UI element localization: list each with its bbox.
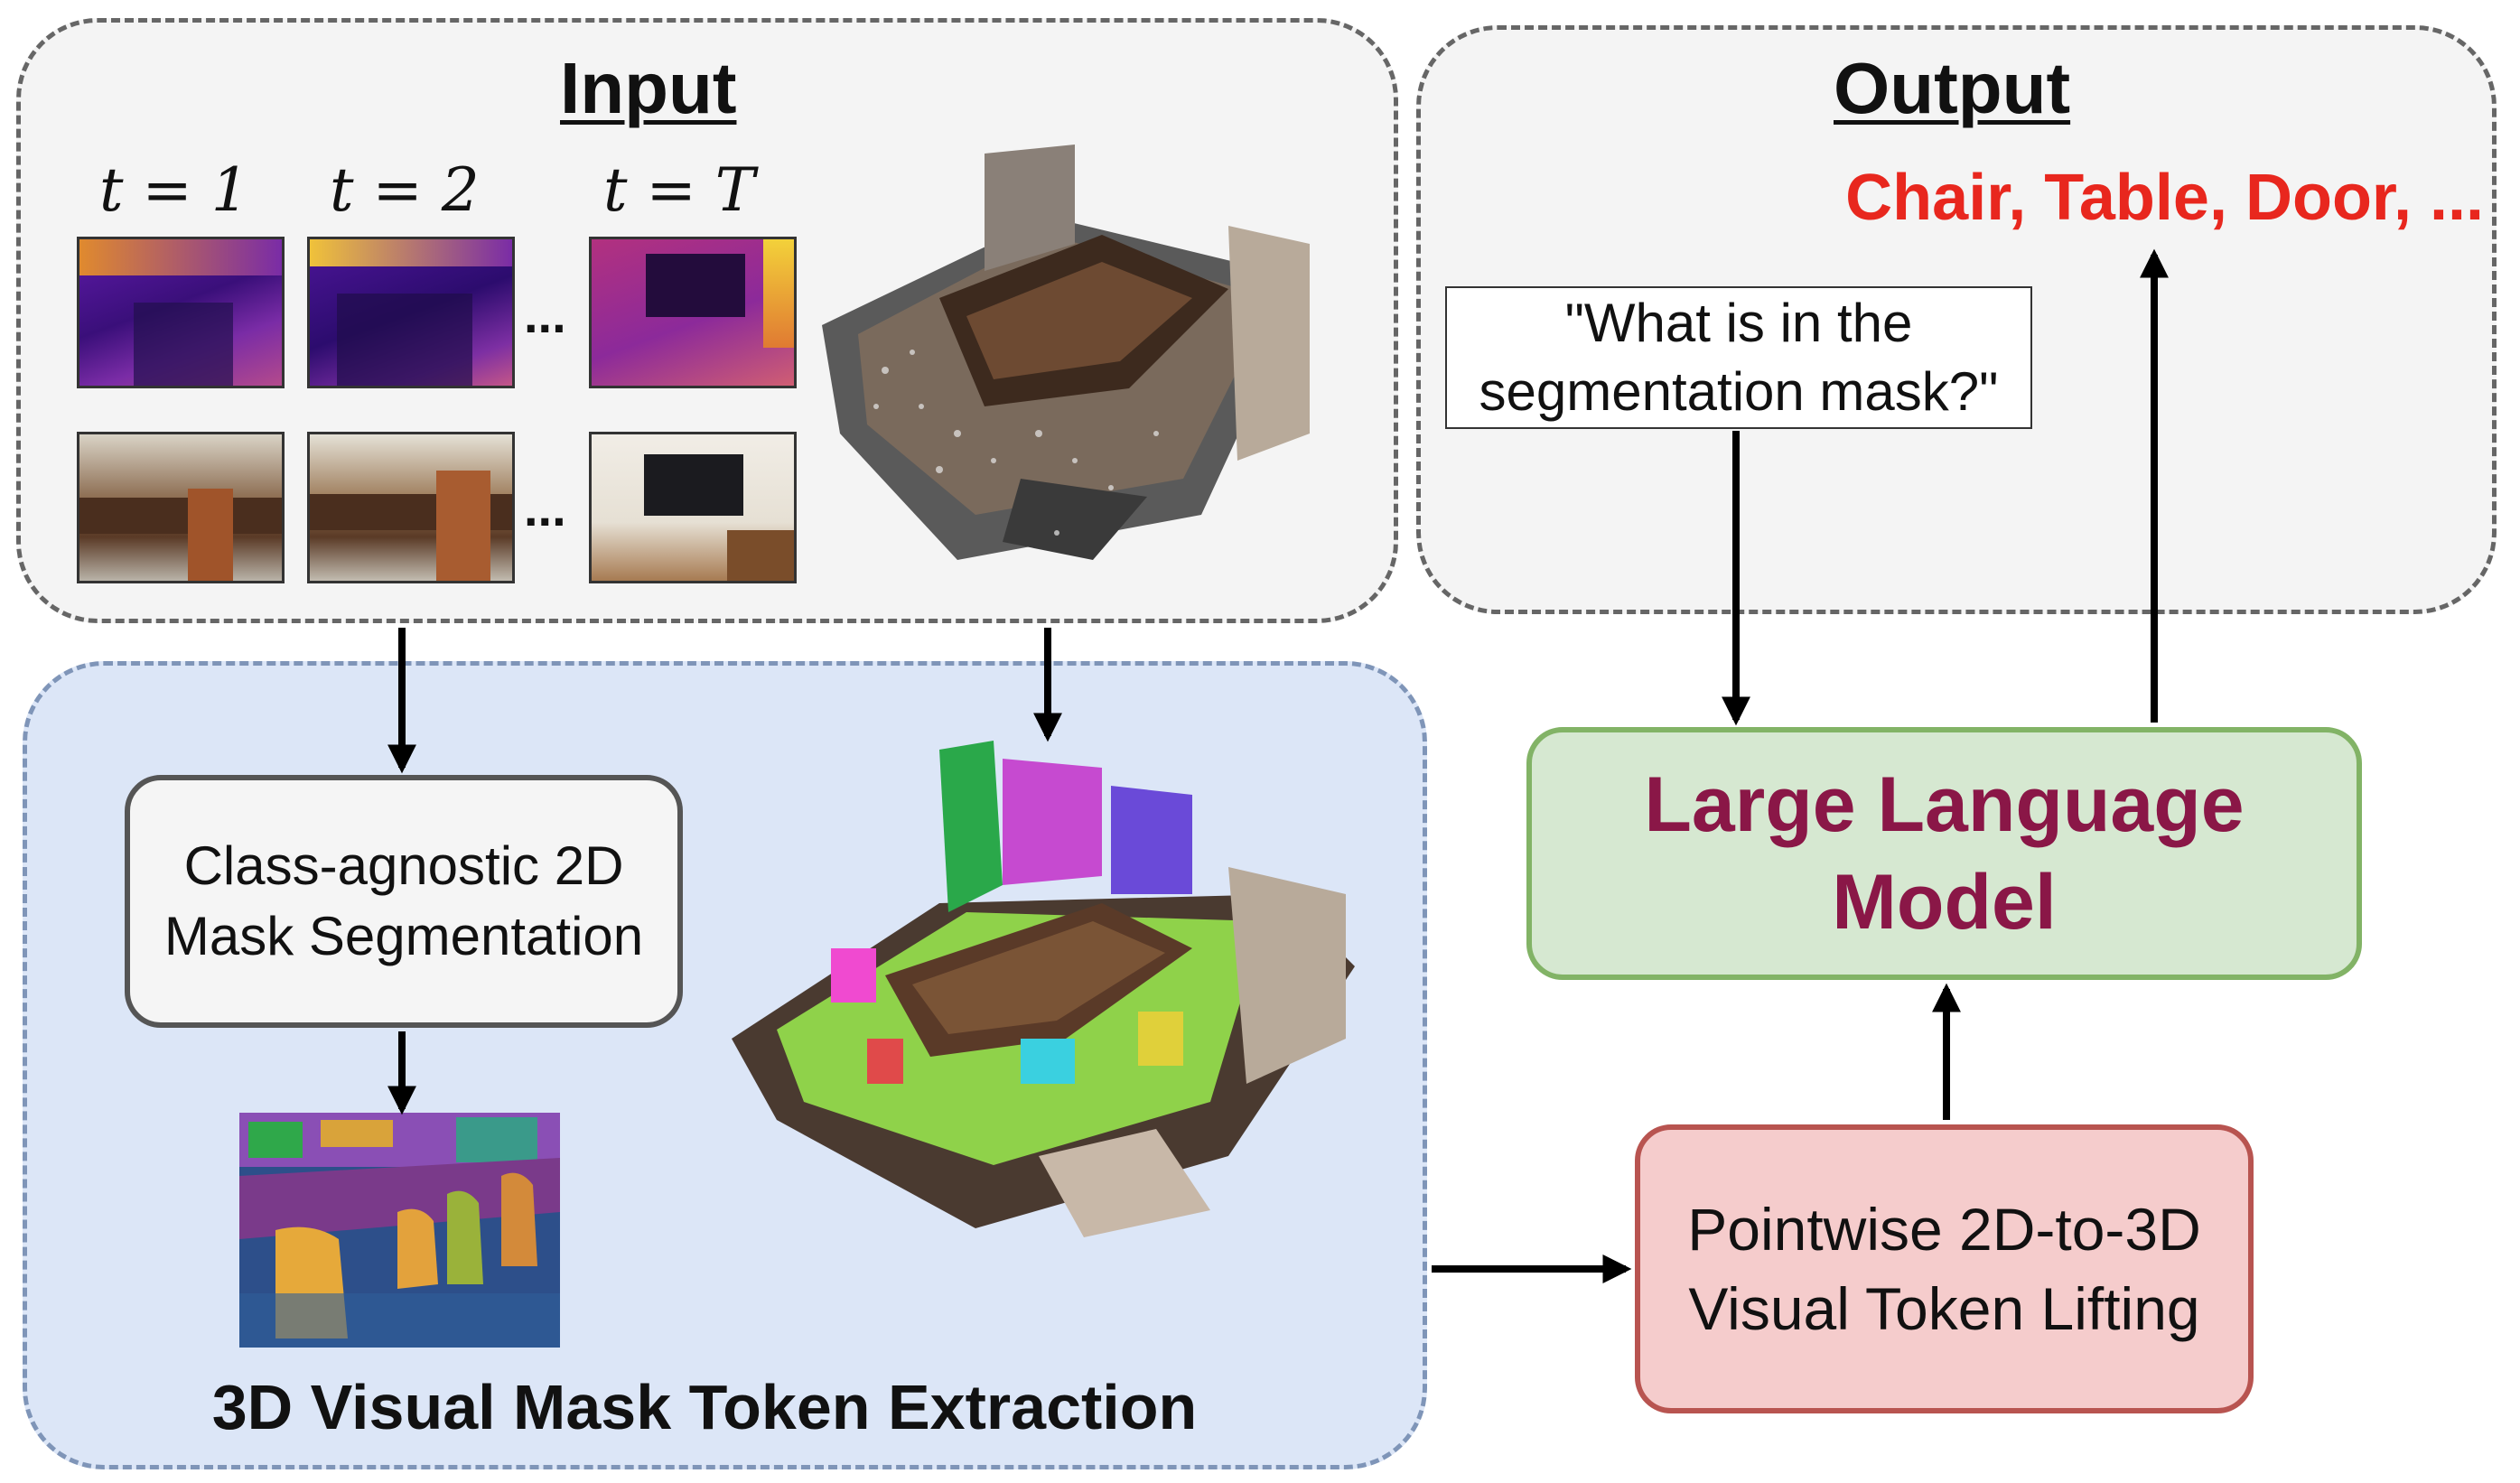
segmented-point-cloud-image bbox=[732, 741, 1355, 1237]
depth-frame-2 bbox=[307, 237, 515, 388]
time-label-2: t = 2 bbox=[330, 155, 480, 225]
output-title: Output bbox=[1834, 48, 2071, 128]
question-prompt: "What is in the segmentation mask?" bbox=[1445, 286, 2032, 429]
time-label-T: t = T bbox=[603, 155, 755, 225]
llm-box: Large Language Model bbox=[1526, 727, 2362, 980]
extraction-title: 3D Visual Mask Token Extraction bbox=[211, 1372, 1198, 1442]
time-label-1: t = 1 bbox=[99, 155, 249, 225]
point-cloud-image bbox=[822, 145, 1310, 560]
token-lifting-box: Pointwise 2D-to-3D Visual Token Lifting bbox=[1635, 1124, 2254, 1413]
segmented-frame-image bbox=[239, 1113, 560, 1348]
rgb-frame-T bbox=[589, 432, 797, 583]
rgb-frame-2 bbox=[307, 432, 515, 583]
mask-segmentation-box: Class-agnostic 2D Mask Segmentation bbox=[125, 775, 683, 1028]
rgb-frame-1 bbox=[77, 432, 285, 583]
output-answer: Chair, Table, Door, ... bbox=[1845, 162, 2484, 234]
depth-frame-1 bbox=[77, 237, 285, 388]
depth-frame-T bbox=[589, 237, 797, 388]
rgb-ellipsis: ... bbox=[524, 480, 566, 536]
depth-ellipsis: ... bbox=[524, 286, 566, 343]
input-title: Input bbox=[560, 48, 737, 128]
